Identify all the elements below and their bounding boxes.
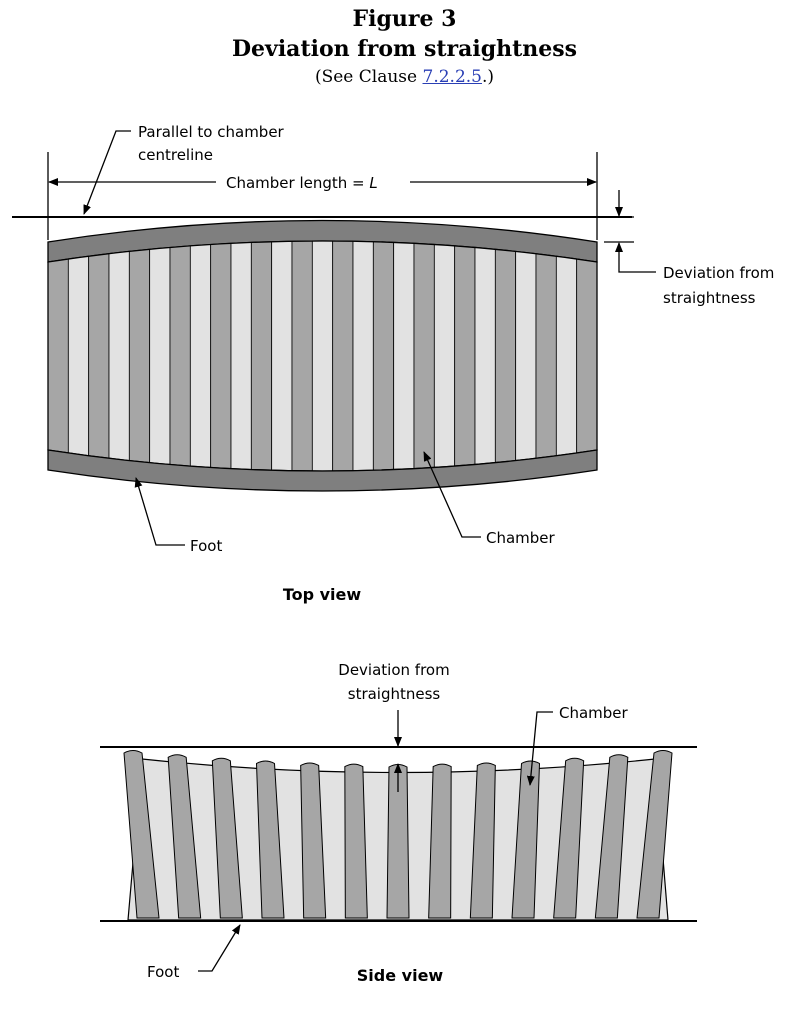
top-rib bbox=[108, 241, 130, 471]
side-rib bbox=[123, 750, 160, 919]
top-foot-band-lower bbox=[47, 449, 598, 492]
top-rib bbox=[372, 241, 395, 471]
side-rib bbox=[428, 763, 452, 919]
side-rib bbox=[167, 754, 202, 919]
top-view: Chamber length = L Parallel to chamber c… bbox=[12, 123, 774, 604]
side-rib bbox=[211, 757, 243, 919]
side-view-caption: Side view bbox=[357, 966, 444, 985]
top-rib bbox=[474, 241, 496, 471]
top-rib bbox=[515, 241, 537, 471]
top-foot-leader bbox=[134, 477, 185, 546]
top-rib bbox=[332, 241, 354, 471]
top-rib bbox=[352, 241, 374, 471]
top-rib bbox=[433, 241, 456, 471]
side-rib bbox=[469, 762, 496, 919]
side-rib bbox=[594, 754, 629, 919]
top-rib bbox=[169, 241, 191, 471]
figure-number: Figure 3 bbox=[352, 6, 457, 32]
clause-ref-suffix: .) bbox=[481, 67, 495, 87]
top-rib bbox=[291, 241, 313, 471]
top-rib bbox=[494, 241, 517, 471]
top-chamber-ribs bbox=[48, 241, 597, 471]
side-deviation-label-line2: straightness bbox=[348, 685, 441, 703]
top-rib bbox=[271, 241, 293, 471]
side-rib bbox=[255, 760, 285, 919]
top-chamber-leader bbox=[423, 451, 481, 538]
top-rib bbox=[393, 241, 415, 471]
parallel-label-line1: Parallel to chamber bbox=[138, 123, 285, 141]
side-deviation-label-line1: Deviation from bbox=[338, 661, 449, 679]
top-rib bbox=[210, 241, 232, 471]
parallel-label-line2: centreline bbox=[138, 146, 213, 164]
clause-ref-prefix: (See Clause bbox=[314, 67, 423, 87]
side-view: Deviation from straightness Chamber Foot… bbox=[100, 661, 697, 985]
top-rib bbox=[128, 241, 151, 471]
side-rib bbox=[344, 763, 368, 919]
clause-link[interactable]: 7.2.2.5 bbox=[422, 67, 482, 87]
top-foot-label: Foot bbox=[190, 537, 222, 555]
chamber-length-label: Chamber length = L bbox=[226, 174, 378, 192]
top-rib bbox=[454, 241, 476, 471]
side-foot-label: Foot bbox=[147, 963, 179, 981]
side-chamber-ribs bbox=[123, 750, 673, 919]
top-view-caption: Top view bbox=[283, 585, 362, 604]
figure-header: Figure 3 Deviation from straightness (Se… bbox=[0, 4, 809, 90]
side-rib bbox=[300, 762, 327, 919]
side-chamber-leader bbox=[526, 711, 553, 786]
top-deviation-label-line1: Deviation from bbox=[663, 264, 774, 282]
parallel-leader bbox=[83, 130, 131, 215]
side-rib bbox=[636, 750, 673, 919]
top-rib bbox=[311, 241, 334, 471]
side-rib bbox=[553, 757, 585, 919]
top-rib bbox=[413, 241, 435, 471]
top-deviation-label-line2: straightness bbox=[663, 289, 756, 307]
figure-title: Deviation from straightness bbox=[231, 36, 578, 62]
top-rib bbox=[250, 241, 273, 471]
deviation-arrow-up bbox=[615, 242, 656, 273]
side-foot-leader bbox=[198, 924, 241, 972]
side-rib bbox=[511, 760, 541, 919]
top-rib bbox=[149, 241, 171, 471]
clause-reference: (See Clause 7.2.2.5.) bbox=[0, 64, 809, 90]
top-rib bbox=[230, 241, 252, 471]
top-rib bbox=[189, 241, 212, 471]
top-chamber-label: Chamber bbox=[486, 529, 556, 547]
side-chamber-label: Chamber bbox=[559, 704, 629, 722]
